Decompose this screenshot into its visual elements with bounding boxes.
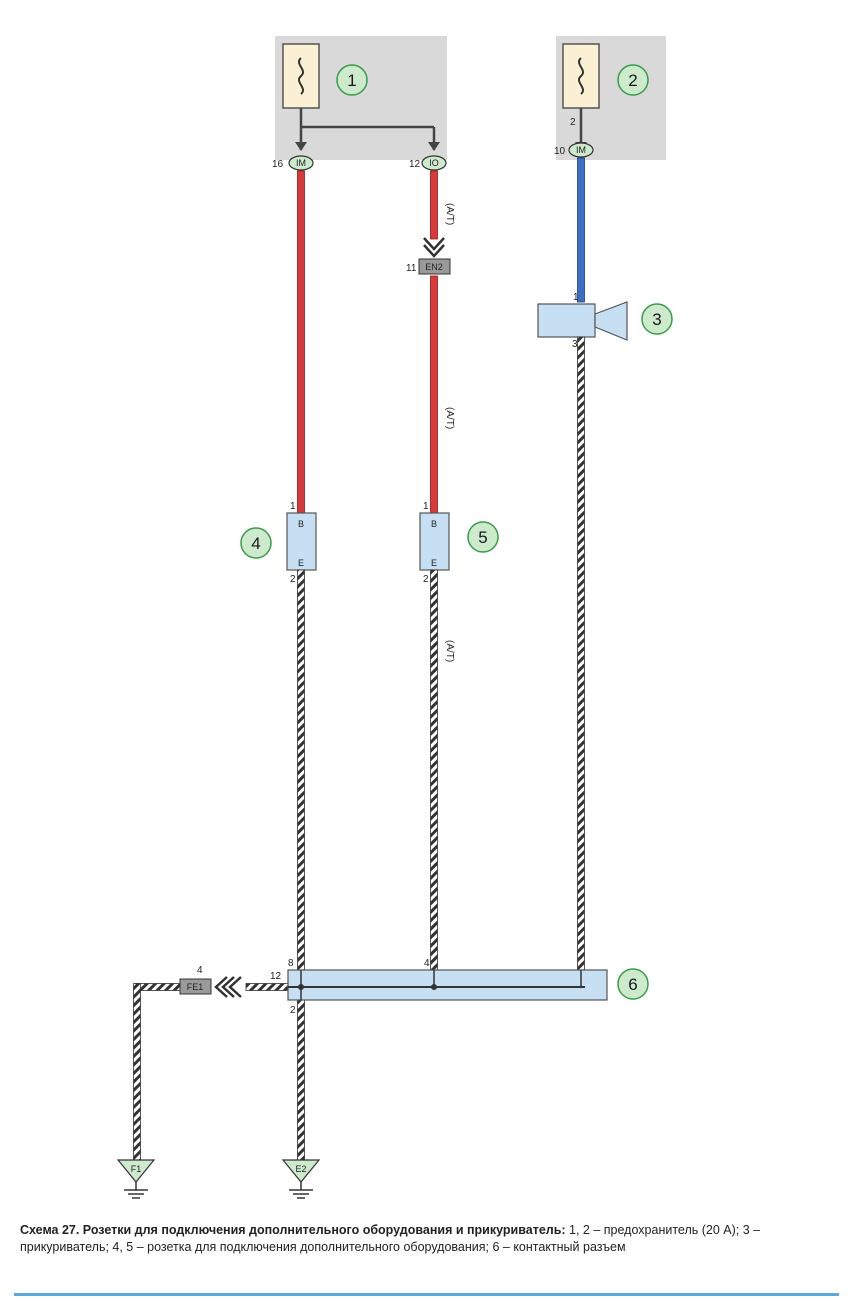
wire-ground-to-e2 [297, 999, 305, 1161]
wire-red-socket4 [297, 170, 305, 515]
callout-4-label: 4 [251, 534, 260, 553]
wire-blue-lighter [577, 157, 585, 303]
note-at-socket5-ground: (A/T) [444, 640, 455, 662]
ground-e2-label: E2 [295, 1164, 306, 1174]
c6-pin-4: 4 [424, 958, 430, 969]
callout-2: 2 [617, 64, 649, 96]
fuse-2-symbol [562, 43, 600, 109]
socket5-pin-e: 2 [423, 574, 429, 585]
callout-1: 1 [336, 64, 368, 96]
socket4-terminal-b: B [298, 519, 304, 529]
ground-e2-symbol [281, 1159, 321, 1199]
callout-6-label: 6 [628, 975, 637, 994]
callout-3-label: 3 [652, 310, 661, 329]
connector-io [421, 155, 447, 171]
c6-pin-2: 2 [290, 1005, 296, 1016]
im-right-pin: 10 [554, 146, 566, 157]
note-at-socket5-feed: (A/T) [444, 407, 455, 429]
figure-caption: Схема 27. Розетки для подключения дополн… [20, 1222, 832, 1256]
socket5-pin-b: 1 [423, 501, 429, 512]
wire-red-en2-socket5 [430, 275, 438, 515]
wire-ground-lighter [577, 336, 585, 971]
connector-6-symbol [287, 969, 608, 1001]
connector-fe1 [179, 978, 212, 995]
ground-f1-symbol [116, 1159, 156, 1199]
lighter-pin-out: 3 [572, 339, 578, 350]
fe1-pin: 4 [197, 965, 203, 976]
callout-5-label: 5 [478, 528, 487, 547]
connector-im-left [288, 155, 314, 171]
socket4-pin-e: 2 [290, 574, 296, 585]
c6-pin-8: 8 [288, 958, 294, 969]
im-left-pin: 16 [272, 159, 284, 170]
callout-4: 4 [240, 527, 272, 559]
io-pin: 12 [409, 159, 421, 170]
connector-en2 [418, 258, 451, 275]
bottom-rule [14, 1293, 839, 1296]
caption-title: Схема 27. Розетки для подключения дополн… [20, 1223, 566, 1237]
wiring-diagram: 1 2 3 4 5 6 16 IM 12 IO 10 IM 2 11 EN2 4… [116, 36, 673, 1199]
socket-5-symbol [419, 512, 450, 571]
socket5-terminal-e: E [431, 558, 437, 568]
callout-1-label: 1 [347, 71, 356, 90]
en2-code: EN2 [425, 262, 443, 272]
fe1-code: FE1 [187, 982, 204, 992]
caption-body: 1, 2 – предохранитель (20 А); 3 – прикур… [20, 1223, 761, 1254]
wire-ground-fe1-horizontal [134, 983, 181, 991]
lighter-pin-in: 1 [573, 292, 579, 303]
wire-ground-socket4 [297, 569, 305, 971]
im-right-code: IM [576, 145, 586, 155]
note-at-en2: (A/T) [444, 203, 455, 225]
panel-1-arrows [295, 142, 440, 151]
wire-red-io-en2 [430, 170, 438, 240]
fuse-2-pin: 2 [570, 117, 576, 128]
lighter-symbol [537, 301, 628, 341]
callout-3: 3 [641, 303, 673, 335]
socket4-terminal-e: E [298, 558, 304, 568]
en2-pin: 11 [406, 263, 417, 274]
fe1-arrows [214, 976, 242, 998]
io-code: IO [429, 158, 439, 168]
ground-f1-label: F1 [131, 1164, 142, 1174]
socket5-terminal-b: B [431, 519, 437, 529]
wire-ground-socket5 [430, 569, 438, 971]
callout-5: 5 [467, 521, 499, 553]
en2-arrows [423, 237, 445, 258]
wire-ground-fe1-to-c6 [245, 983, 289, 991]
callout-6: 6 [617, 968, 649, 1000]
c6-pin-12: 12 [270, 971, 282, 982]
fuse-1-symbol [282, 43, 320, 109]
connector-im-right [568, 142, 594, 158]
callout-2-label: 2 [628, 71, 637, 90]
wire-ground-f1-vertical [133, 983, 141, 1161]
im-left-code: IM [296, 158, 306, 168]
socket4-pin-b: 1 [290, 501, 296, 512]
